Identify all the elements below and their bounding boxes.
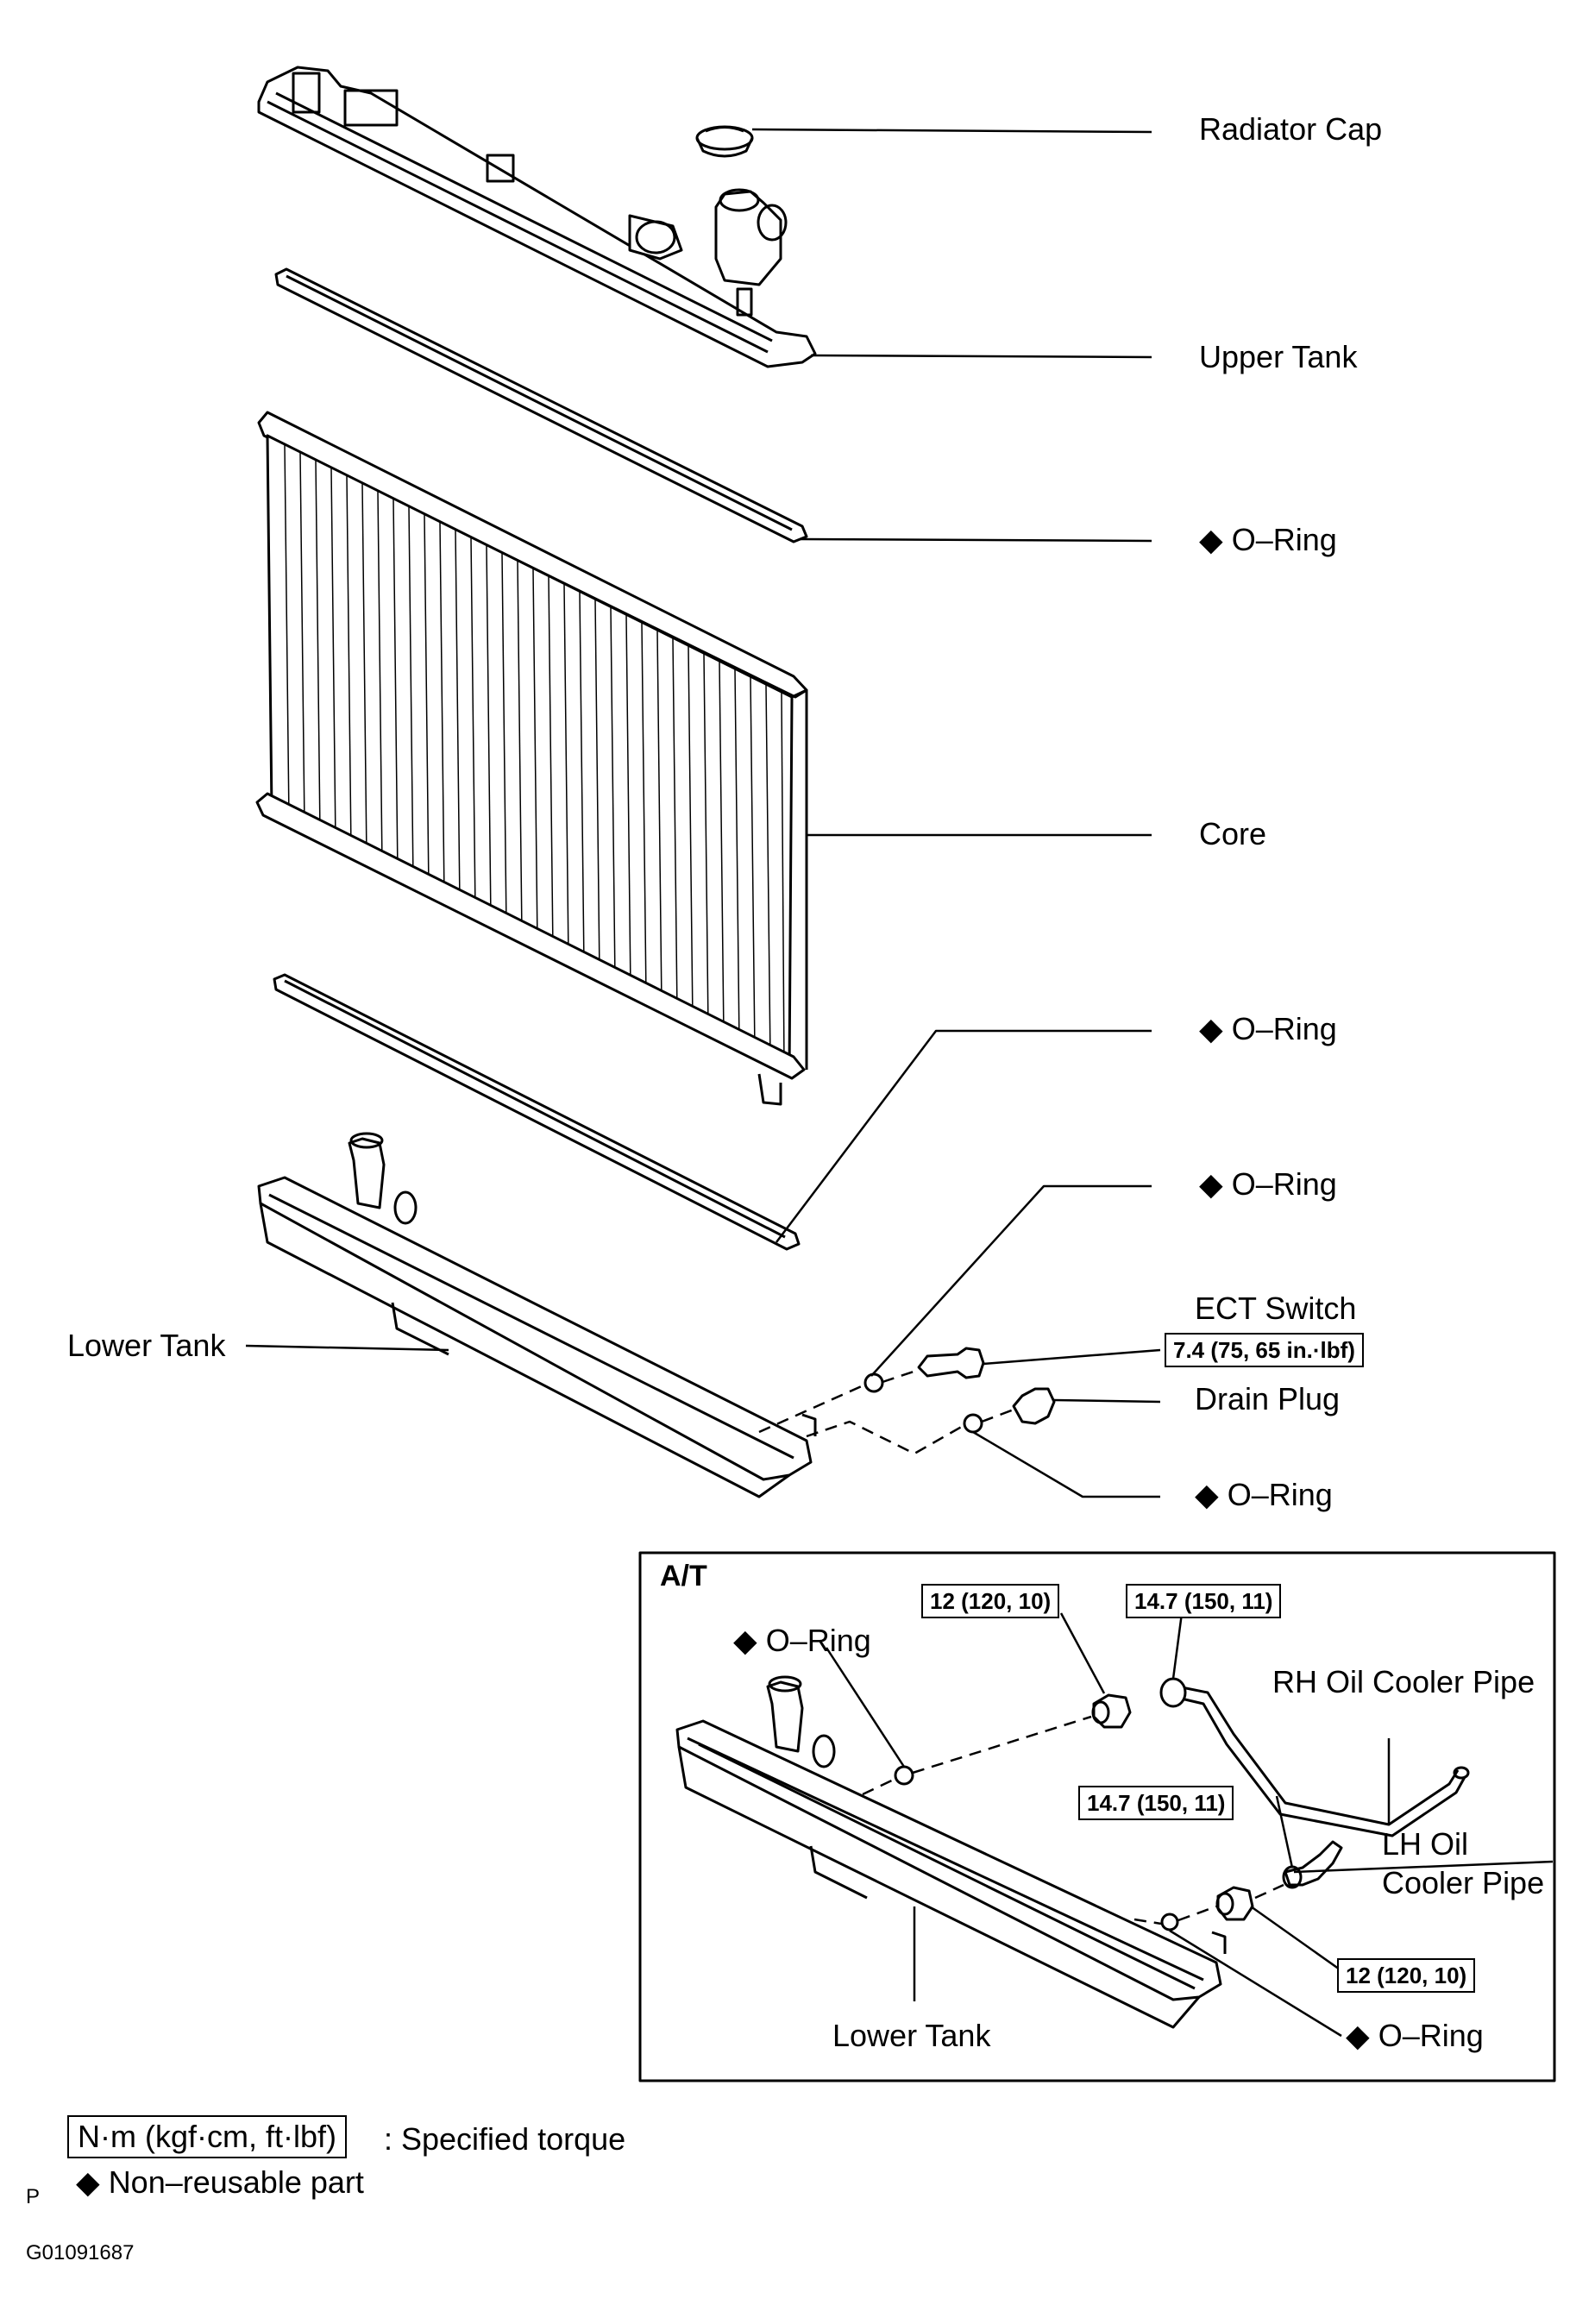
drain-plug-drawing [963,1387,1056,1434]
at-torque-147-mid: 14.7 (150, 11) [1078,1786,1234,1820]
at-label-o-ring-top: O–Ring [733,1624,871,1658]
label-radiator-cap: Radiator Cap [1199,111,1383,147]
at-torque-147-top: 14.7 (150, 11) [1126,1584,1282,1618]
footer-letter: P [26,2185,41,2208]
lower-o-ring-drawing [273,973,801,1251]
at-label-rh-oil-cooler-pipe: RH Oil Cooler Pipe [1272,1664,1535,1699]
at-inset-title: A/T [660,1560,707,1592]
torque-ect-switch: 7.4 (75, 65 in.·lbf) [1165,1333,1364,1367]
at-label-lower-tank: Lower Tank [832,2018,991,2053]
leader-lines-main [245,128,1161,1498]
label-o-ring-ect: O–Ring [1199,1167,1337,1202]
label-lower-tank: Lower Tank [67,1328,226,1363]
at-torque-12-bottom: 12 (120, 10) [1337,1958,1476,1993]
label-o-ring-upper: O–Ring [1199,523,1337,557]
label-core: Core [1199,816,1267,851]
legend-torque-desc: : Specified torque [384,2121,626,2157]
at-label-lh-oil-1: LH Oil [1382,1826,1469,1862]
label-drain-plug: Drain Plug [1195,1381,1341,1416]
legend-nonreusable: Non–reusable part [76,2165,364,2200]
ect-switch-drawing [863,1347,985,1393]
radiator-cap-drawing [695,125,754,158]
label-ect-switch: ECT Switch [1195,1291,1357,1326]
label-o-ring-lower: O–Ring [1199,1012,1337,1046]
at-label-lh-oil-2: Cooler Pipe [1382,1865,1545,1900]
at-label-o-ring-bottom: O–Ring [1346,2019,1484,2053]
at-inset-frame [638,1551,1556,2082]
label-o-ring-drain: O–Ring [1195,1478,1333,1512]
assembly-lines-main [758,1368,1014,1455]
rh-oil-cooler-pipe-drawing [1159,1677,1470,1837]
leader-lines-inset [825,1612,1554,2038]
assembly-lines-inset [862,1715,1284,1925]
footer-code: G01091687 [26,2241,135,2264]
at-lower-tank-drawing [675,1675,1227,2029]
upper-o-ring-drawing [274,267,808,543]
upper-tank-drawing [257,66,817,368]
legend-torque-unit-box: N·m (kgf·cm, ft·lbf) [67,2115,347,2158]
lower-tank-drawing [257,1132,817,1498]
label-upper-tank: Upper Tank [1199,339,1358,374]
core-drawing [255,411,808,1106]
at-torque-12-top: 12 (120, 10) [921,1584,1060,1618]
